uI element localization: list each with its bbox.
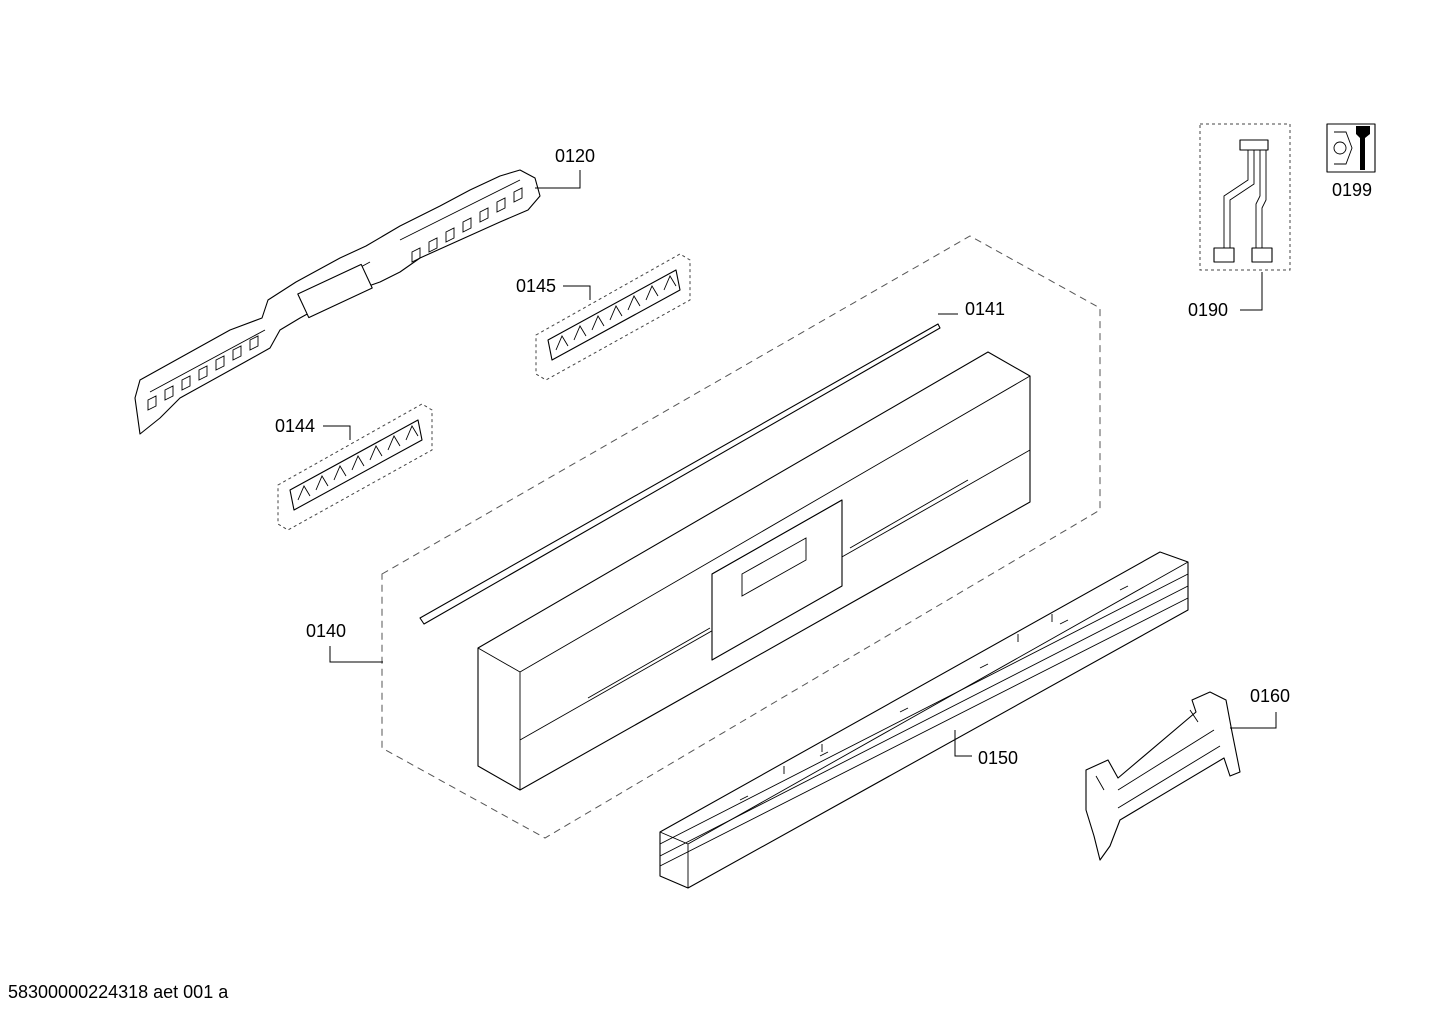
part-0190-wiring-harness[interactable]: 0190 [1188, 123, 1291, 320]
label-0140: 0140 [306, 621, 346, 641]
label-0120: 0120 [555, 146, 595, 166]
label-0150: 0150 [978, 748, 1018, 768]
label-0190: 0190 [1188, 300, 1228, 320]
part-0120-control-module-frame[interactable]: 0120 [134, 146, 595, 435]
document-code: 58300000224318 aet 001 a [8, 982, 229, 1002]
label-0141: 0141 [965, 299, 1005, 319]
part-0150-trim-rail[interactable]: 0150 [659, 551, 1189, 889]
part-0141-seal-strip[interactable]: 0141 [419, 299, 1005, 625]
part-0160-bracket[interactable]: 0160 [1085, 686, 1290, 861]
label-0199: 0199 [1332, 180, 1372, 200]
part-0140-fascia-panel[interactable]: 0140 [306, 235, 1101, 839]
label-0145: 0145 [516, 276, 556, 296]
label-0160: 0160 [1250, 686, 1290, 706]
part-0145-connector-strip[interactable]: 0145 [516, 253, 691, 381]
part-0199-service-kit[interactable]: 0199 [1326, 123, 1376, 200]
label-0144: 0144 [275, 416, 315, 436]
part-0144-connector-strip[interactable]: 0144 [275, 403, 433, 531]
